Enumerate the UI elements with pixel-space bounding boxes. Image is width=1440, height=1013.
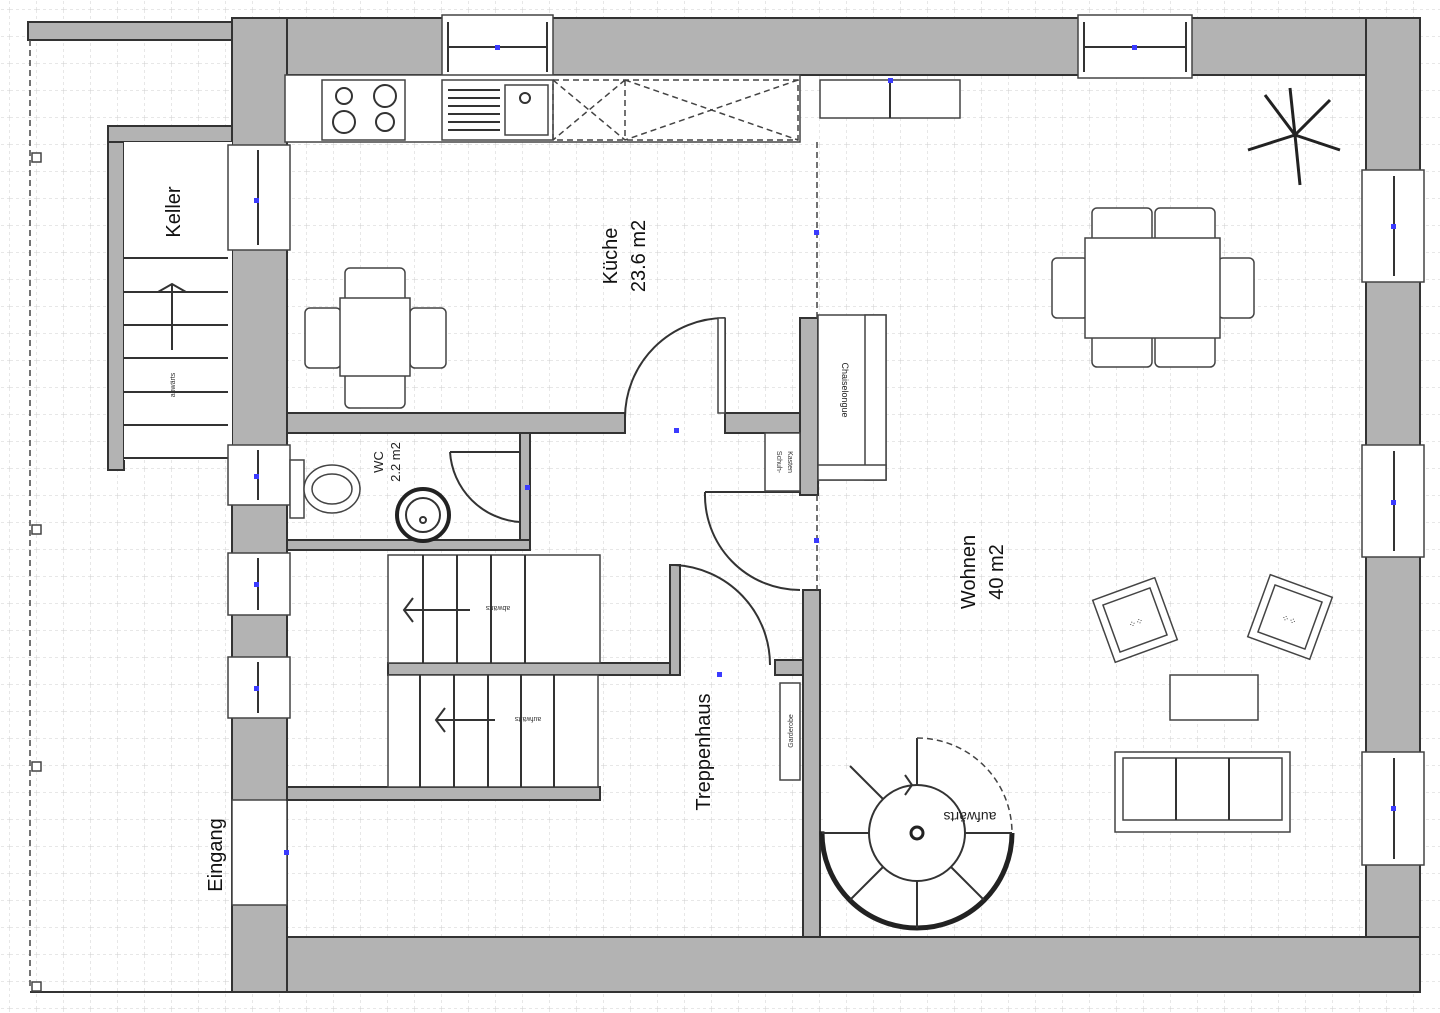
wc-label: WC [371,451,386,473]
armchair-right: ⁘⁘ [1246,573,1334,661]
kueche-label: Küche [600,228,622,285]
cabinets [552,79,799,141]
wohnen-label: Wohnen [958,535,980,609]
wohnen-area: 40 m2 [986,544,1008,600]
stair-down-label: abwärts [485,604,510,611]
toilet-icon [289,459,361,519]
keller-stair-label: abwärts [170,372,177,397]
kueche-area: 23.6 m2 [628,220,650,292]
schuhkasten-label-1: Schuh- [775,451,782,474]
stove-icon [321,79,406,141]
armchair-left: ⁘⁘ [1091,576,1179,664]
stair-up-label: aufwärts [514,715,541,722]
chaiselongue [817,314,887,481]
washbasin-icon [395,487,451,543]
keller-label: Keller [163,186,185,237]
stairs-down [387,554,601,664]
entrance-door[interactable] [231,799,288,906]
kitchen-dining-table [304,267,447,409]
spiral-stair-label: aufwärts [944,809,997,825]
sink-icon [441,79,554,141]
plant-icon [1247,87,1341,186]
keller-stairs [124,257,228,459]
stairs-up [387,674,599,788]
doors[interactable] [449,317,801,666]
wc-area: 2.2 m2 [388,442,403,482]
living-dining-table [1051,207,1255,368]
kitchen-counter [284,74,961,143]
keller-room: Keller abwärts [107,125,233,471]
garderobe-label: Garderobe [788,714,795,748]
chaiselongue-label: Chaiselongue [840,362,850,417]
svg-text:⁘⁘: ⁘⁘ [1280,613,1298,628]
eingang-label: Eingang [205,818,227,891]
garderobe [779,682,801,781]
schuhkasten-label-2: Kasten [786,451,793,473]
svg-text:⁘⁘: ⁘⁘ [1127,616,1145,631]
spiral-staircase [819,735,1015,931]
coffee-table [1169,674,1259,721]
interior-walls [286,142,821,938]
sofa [1114,751,1291,833]
treppenhaus-label: Treppenhaus [693,693,715,810]
schuhkasten [764,432,801,492]
selection-markers [254,45,1396,855]
